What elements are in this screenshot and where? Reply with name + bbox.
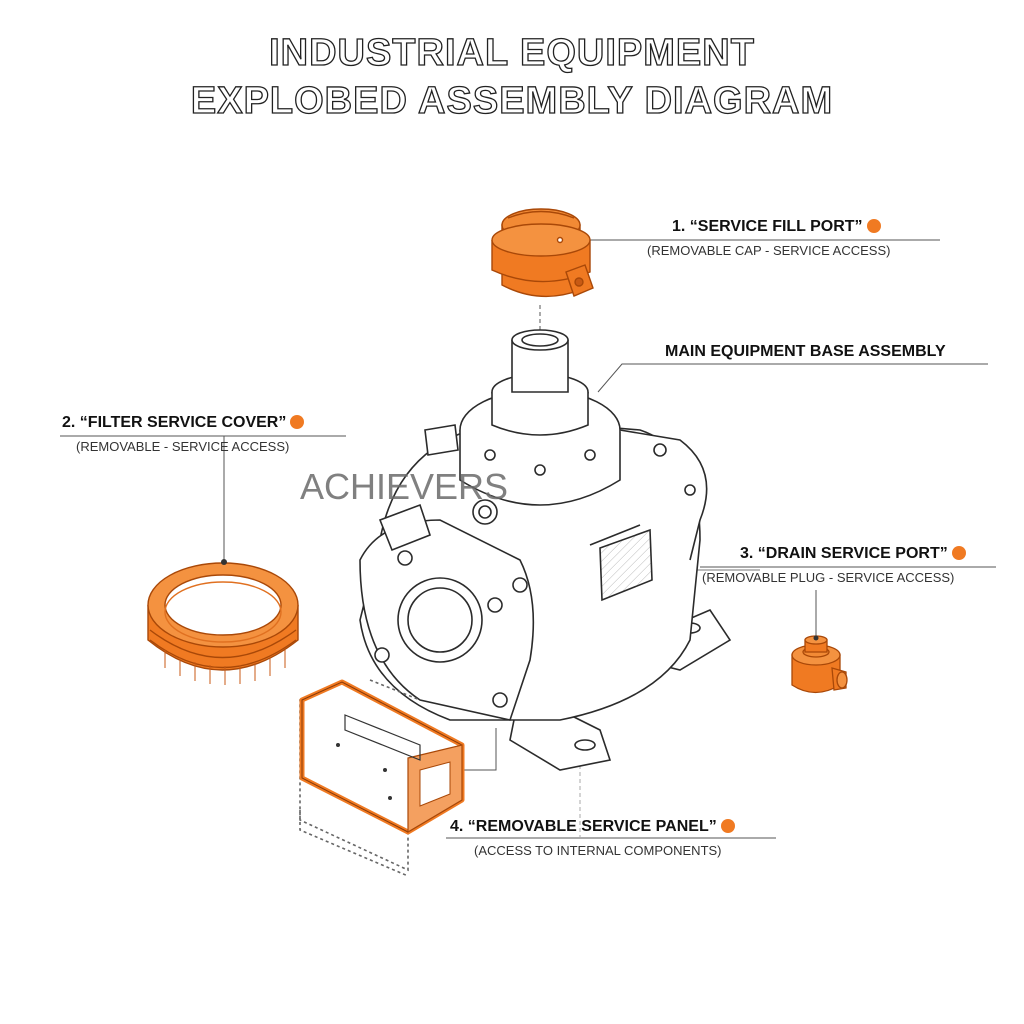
- orange-dot-icon: [866, 219, 881, 233]
- callout-service-fill-port: 1. “SERVICE FILL PORT” (REMOVABLE CAP - …: [647, 218, 890, 258]
- orange-dot-icon: [290, 415, 305, 429]
- callout-label: 4. “REMOVABLE SERVICE PANEL”: [450, 818, 717, 835]
- page-title-line-1: INDUSTRIAL EQUIPMENT: [268, 31, 755, 74]
- callout-service-panel: 4. “REMOVABLE SERVICE PANEL” (ACCESS TO …: [450, 818, 735, 858]
- orange-dot-icon: [720, 819, 735, 833]
- callout-label: MAIN EQUIPMENT BASE ASSEMBLY: [665, 343, 946, 360]
- main-equipment-body: [299, 329, 732, 877]
- leader-main-base: [597, 363, 988, 393]
- callout-label: 3. “DRAIN SERVICE PORT”: [740, 545, 948, 562]
- callout-main-base: MAIN EQUIPMENT BASE ASSEMBLY: [665, 343, 946, 361]
- callout-label: 1. “SERVICE FILL PORT”: [672, 218, 863, 235]
- filter-service-cover-ring: [147, 559, 299, 685]
- page-title-line-2: EXPLOBED ASSEMBLY DIAGRAM: [190, 79, 834, 122]
- watermark: ACHIEVERS: [300, 466, 509, 507]
- service-fill-port-cap: [491, 208, 594, 298]
- callout-note: (ACCESS TO INTERNAL COMPONENTS): [474, 843, 722, 858]
- callout-filter-cover: 2. “FILTER SERVICE COVER” (REMOVABLE - S…: [62, 414, 305, 454]
- callout-note: (REMOVABLE - SERVICE ACCESS): [76, 439, 290, 454]
- leader-lines: [60, 239, 996, 840]
- orange-dot-icon: [951, 546, 966, 560]
- callout-note: (REMOVABLE CAP - SERVICE ACCESS): [647, 243, 891, 258]
- callout-drain-port: 3. “DRAIN SERVICE PORT” (REMOVABLE PLUG …: [702, 545, 966, 585]
- callout-note: (REMOVABLE PLUG - SERVICE ACCESS): [702, 570, 955, 585]
- drain-service-plug: [791, 635, 848, 694]
- removable-service-panel: [299, 679, 465, 835]
- callout-label: 2. “FILTER SERVICE COVER”: [62, 414, 287, 431]
